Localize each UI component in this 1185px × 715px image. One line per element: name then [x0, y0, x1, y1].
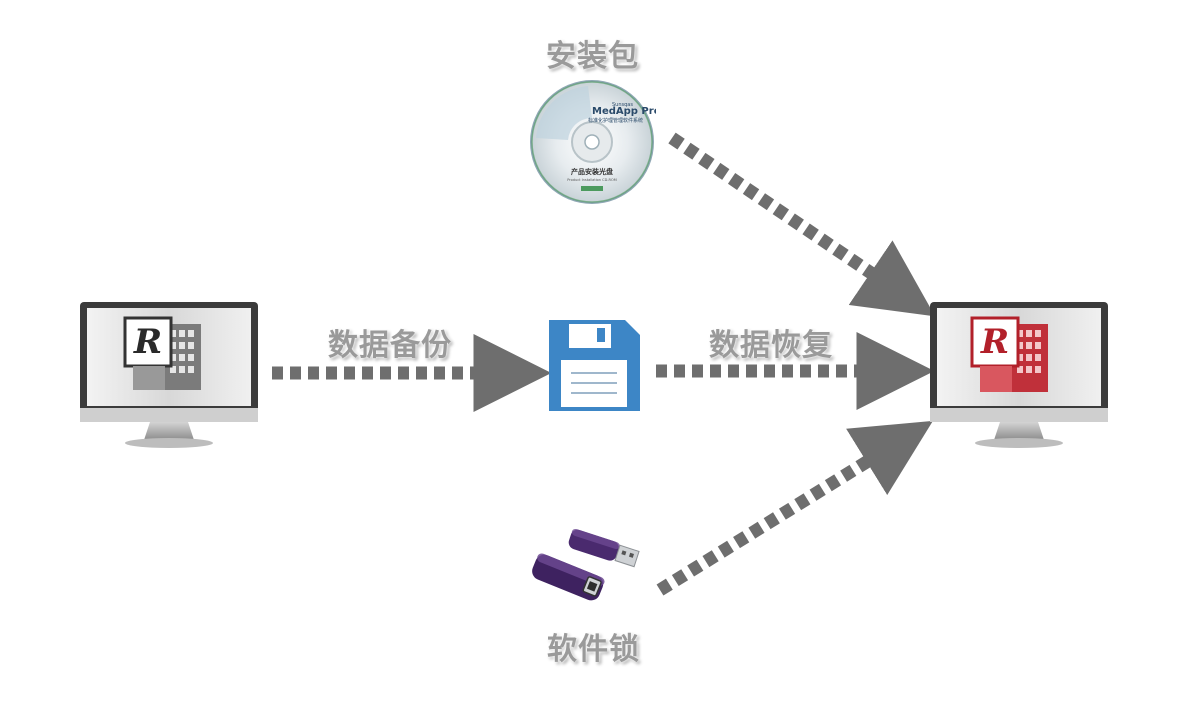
cd-tagline-text: 标准化护理管理软件系统 — [588, 117, 643, 124]
source-computer: R — [80, 302, 258, 448]
label-data-backup: 数据备份 — [328, 328, 452, 363]
label-data-restore: 数据恢复 — [709, 328, 833, 363]
cd-subtitle-text: Product Installation CD-ROM — [567, 178, 617, 182]
installation-cd-icon: Sunsqas MedApp Pro 标准化护理管理软件系统 产品安装光盘 Pr… — [530, 80, 656, 204]
arrow-install — [668, 132, 936, 317]
label-software-lock: 软件锁 — [547, 632, 640, 667]
cd-product-text: MedApp Pro — [592, 106, 656, 117]
usb-key-icon — [532, 528, 640, 601]
label-install-package: 安装包 — [546, 39, 639, 74]
app-logo-old: R — [123, 316, 201, 390]
app-logo-new: R — [970, 316, 1048, 392]
floppy-disk-icon — [549, 320, 640, 411]
cd-title-text: 产品安装光盘 — [571, 167, 613, 176]
logo-letter: R — [980, 322, 1009, 362]
logo-letter: R — [133, 322, 162, 362]
cd-brand-text: Sunsqas — [612, 102, 633, 108]
target-computer: R — [930, 302, 1108, 448]
arrow-lock — [656, 420, 933, 596]
